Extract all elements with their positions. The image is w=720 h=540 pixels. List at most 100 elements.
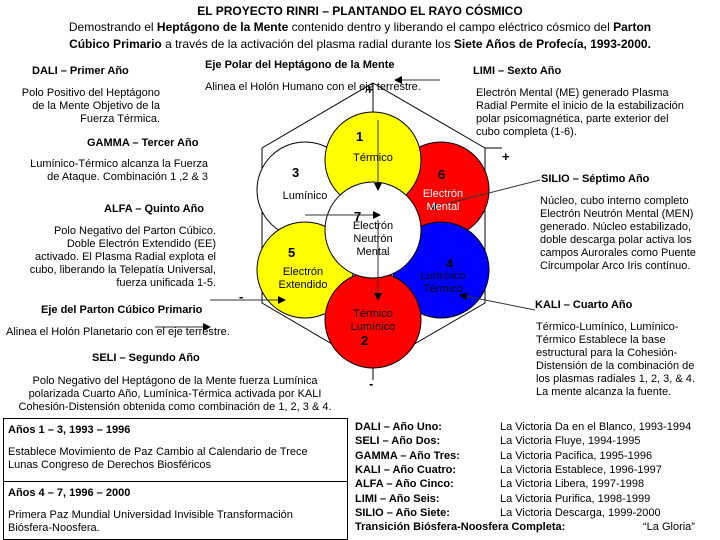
year-name: KALI – Año Cuatro: [355,463,457,476]
silio-line: Núcleo, cubo interno completo [540,195,689,207]
heptagon-axis-text: Alinea el Holón Humano con el eje terres… [205,81,421,93]
limi-text: Electrón Mental (ME) generado Plasma Rad… [476,87,684,139]
silio-line: doble descarga polar activa los [540,234,692,246]
box1-line: Establece Movimiento de Paz Cambio al Ca… [8,446,308,458]
subtitle-bold: Heptágono de la Mente [156,20,289,34]
year-value: La Victoria Establece, 1996-1997 [500,463,662,476]
silio-line: Circumpolar Arco Iris contínuo. [540,260,691,272]
circle-3-label: Lumínico [282,190,328,202]
silio-text: Núcleo, cubo interno completo Electrón N… [540,195,696,273]
alfa-line: activado. El Plasma Radial explota el [35,251,216,263]
year-name: SELI – Año Dos: [355,435,441,448]
kali-line: La mente alcanza la fuente. [536,386,672,398]
kali-title: KALI – Cuarto Año [535,299,633,311]
circle-3-number: 3 [292,165,300,180]
circle-2-label: Térmico Lumínico [350,308,396,333]
subtitle-line-1: Demostrando el Heptágono de la Mente con… [0,20,720,34]
gamma-line: Lumínico-Térmico alcanza la Fuerza [30,158,208,170]
circle-2-number: 2 [361,333,369,348]
plus-sign: + [502,149,510,164]
box2-line: Primera Paz Mundial Universidad Invisibl… [8,509,293,521]
limi-line: polar psicomagnética, parte exterior del [476,113,669,125]
alfa-text: Polo Negativo del Parton Cúbico. Doble E… [0,225,216,290]
minus-sign: - [369,376,374,391]
year-value: La Victoria Descarga, 1999-2000 [500,506,661,519]
years-1-3-box: Años 1 – 3, 1993 – 1996 Establece Movimi… [3,418,348,482]
subtitle-bold: Parton [613,20,652,34]
annotation-arrows [155,76,541,331]
kali-text: Térmico-Lumínico, Lumínico- Térmico Esta… [536,321,695,399]
year-value: La Victoria Libera, 1997-1998 [500,478,645,491]
heptagon-axis-title: Eje Polar del Heptágono de la Mente [205,59,395,71]
circle-1-number: 1 [356,129,364,144]
arrow-line [459,292,536,311]
dali-line: Polo Positivo del Heptágono [21,87,160,99]
parton-axis-title: Eje del Parton Cúbico Primario [41,304,203,316]
limi-line: cubo completa (1-6). [476,126,577,138]
circle-6-number: 6 [438,167,446,182]
kali-line: Térmico Establece la base [536,334,666,346]
circle-4-label: Lumínico Térmico [420,270,466,295]
gamma-line: de Ataque. Combinación 1 ,2 & 3 [47,171,208,183]
year-name: LIMI – Año Seis: [355,492,440,505]
gamma-title: GAMMA – Tercer Año [87,137,199,149]
box2-text: Primera Paz Mundial Universidad Invisibl… [8,509,293,535]
subtitle-text: contenido dentro y liberando el campo el… [288,20,614,34]
alfa-line: Polo Negativo del Parton Cúbico. [53,225,216,237]
subtitle-text: Demostrando el [68,20,157,34]
seli-line: polarizada Cuarto Año, Lumínica-Térmica … [28,388,322,400]
limi-title: LIMI – Sexto Año [473,65,562,77]
year-name: DALI – Año Uno: [355,421,442,433]
circle-1-label: Térmico [353,152,393,164]
alfa-line: fuerza unificada 1-5. [116,277,216,289]
year-value: La Victoria Purifica, 1998-1999 [500,492,651,505]
alfa-line: Doble Electrón Extendido (EE) [66,238,216,250]
subtitle-bold: Cúbico Primario [69,37,162,51]
dali-text: Polo Positivo del Heptágono de la Mente … [0,87,160,126]
transition-name: Transición Biósfera-Noosfera Completa: [355,521,566,534]
seli-line: Polo Negativo del Heptágono de la Mente … [32,375,318,387]
transition-value: “La Gloria” [643,521,695,534]
circle-7-number: 7 [354,209,362,224]
gamma-text: Lumínico-Térmico alcanza la Fuerza de At… [0,158,208,184]
kali-line: Térmico-Lumínico, Lumínico- [536,321,679,333]
box2-line: Biósfera-Noosfera. [8,522,100,534]
subtitle-bold: Siete Años de Profecía, 1993-2000. [453,37,651,51]
seli-text: Polo Negativo del Heptágono de la Mente … [0,375,350,414]
box2-title: Años 4 – 7, 1996 – 2000 [8,487,131,499]
year-name: SILIO – Año Siete: [355,506,450,519]
subtitle-text: a través de la activación del plasma rad… [161,37,454,51]
silio-title: SILIO – Séptimo Año [541,173,650,185]
circle-4-number: 4 [446,256,454,271]
silio-line: campos Aurorales como Puente [540,247,696,259]
kali-line: estructural para la Cohesión- [536,347,678,359]
page-title: EL PROYECTO RINRI – PLANTANDO EL RAYO CÓ… [197,4,523,18]
box1-line: Lunas Congreso de Derechos Biosféricos [8,459,212,471]
alfa-title: ALFA – Quinto Año [104,203,205,215]
plus-sign: + [366,82,374,97]
circle-5-number: 5 [288,245,296,260]
kali-line: los plasmas radiales 1, 2, 3, & 4. [536,373,695,385]
circle-7-label: Electrón Neutrón Mental [352,220,394,258]
limi-line: Electrón Mental (ME) generado Plasma [476,87,669,99]
dali-line: de la Mente Objetivo de la [32,100,160,112]
arrow-line [429,179,541,211]
year-value: La Victoria Pacifica, 1995-1996 [500,449,653,462]
parton-axis-text: Alinea el Holón Planetario con el eje te… [6,326,230,338]
limi-line: Radial Permite el inicio de la estabiliz… [476,100,684,112]
circle-5-label: Electrón Extendido [278,266,328,291]
alfa-line: cubo, liberando la Telepatía Universal, [29,264,216,276]
plasma-circle-7 [324,181,422,279]
minus-sign: - [239,289,244,304]
dali-title: DALI – Primer Año [32,65,129,77]
silio-line: Electrón Neutrón Mental (MEN) [540,208,694,220]
year-name: GAMMA – Año Tres: [355,449,460,462]
box1-title: Años 1 – 3, 1993 – 1996 [8,424,131,436]
subtitle-line-2: Cúbico Primario a través de la activació… [0,37,720,51]
dali-line: Fuerza Térmica. [80,113,160,125]
silio-line: generado. Núcleo estabilizado, [540,221,692,233]
kali-line: Distensión de la combinación de [536,360,695,372]
box1-text: Establece Movimiento de Paz Cambio al Ca… [8,446,308,472]
years-4-7-box: Años 4 – 7, 1996 – 2000 Primera Paz Mund… [3,481,348,540]
